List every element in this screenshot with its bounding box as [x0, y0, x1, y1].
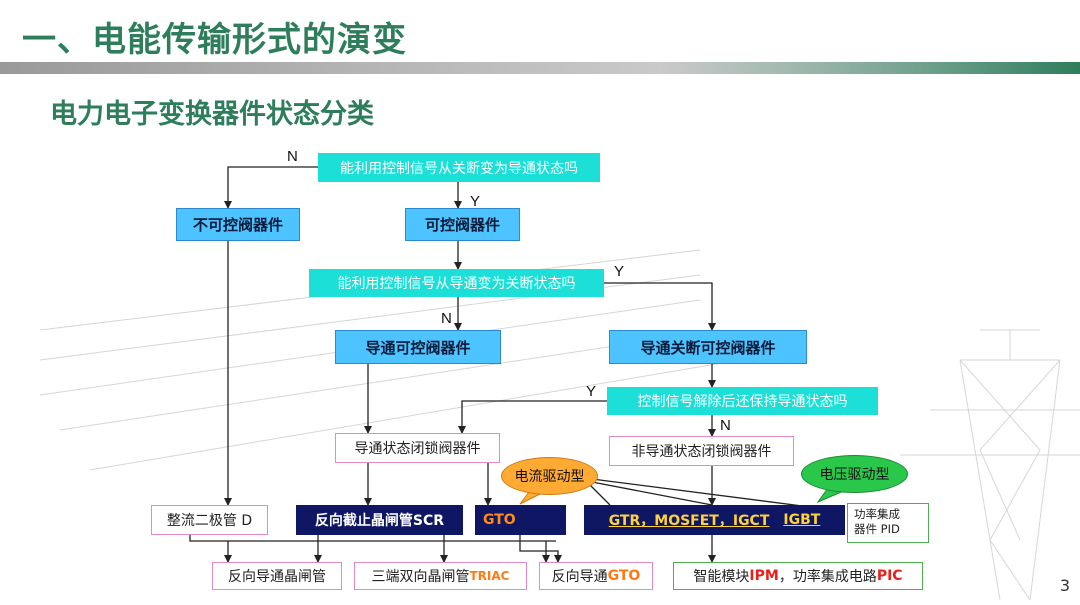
- edge-label-n-q2: N: [441, 310, 452, 327]
- callout-voltage-driven: 电压驱动型: [801, 455, 908, 493]
- question-keep-on: 控制信号解除后还保持导通状态吗: [607, 387, 878, 415]
- gtr-mosfet-igct-label: GTR，MOSFET，IGCT: [608, 513, 770, 529]
- question-on-to-off: 能利用控制信号从导通变为关断状态吗: [309, 269, 604, 297]
- node-uncontrollable: 不可控阀器件: [176, 208, 300, 241]
- leaf-reverse-thyristor: 反向导通晶闸管: [212, 562, 342, 590]
- node-latching: 导通状态闭锁阀器件: [335, 433, 500, 463]
- gto-label: GTO: [483, 512, 516, 528]
- reverse-gto-prefix: 反向导通: [551, 569, 608, 585]
- page-number: 3: [1059, 576, 1070, 595]
- ipm-mid: ，功率集成电路: [778, 569, 877, 585]
- edge-label-y-q1: Y: [470, 193, 481, 210]
- reverse-gto-code: GTO: [607, 568, 641, 584]
- edge-label-y-q3: Y: [586, 383, 597, 400]
- node-non-latching: 非导通状态闭锁阀器件: [609, 436, 794, 466]
- callout-current-driven: 电流驱动型: [501, 457, 598, 495]
- device-gto: GTO: [475, 505, 566, 535]
- triac-prefix: 三端双向晶闸管: [371, 569, 470, 585]
- page-title: 一、电能传输形式的演变: [22, 20, 407, 60]
- page-subtitle: 电力电子变换器件状态分类: [50, 99, 374, 130]
- pid-line-1: 功率集成: [854, 507, 900, 521]
- edge-label-n-q1: N: [287, 148, 298, 165]
- device-pid: 功率集成 器件 PID: [847, 503, 929, 543]
- question-off-to-on: 能利用控制信号从关断变为导通状态吗: [318, 153, 600, 182]
- pid-line-2: 器件 PID: [854, 522, 900, 536]
- triac-code: TRIAC: [469, 569, 510, 583]
- node-controllable: 可控阀器件: [405, 208, 520, 241]
- igbt-label: IGBT: [783, 512, 821, 528]
- pic-code: PIC: [876, 568, 903, 584]
- device-scr: 反向截止晶闸管SCR: [296, 505, 463, 535]
- node-turn-on-controllable: 导通可控阀器件: [335, 330, 501, 364]
- device-gtr-group: GTR，MOSFET，IGCT IGBT: [584, 505, 845, 535]
- ipm-code: IPM: [749, 568, 779, 584]
- device-diode: 整流二极管 D: [151, 505, 268, 535]
- edge-label-n-q3: N: [720, 417, 731, 434]
- title-underline-accent: [660, 62, 1080, 74]
- ipm-prefix: 智能模块: [693, 569, 750, 585]
- node-turn-off-controllable: 导通关断可控阀器件: [609, 330, 807, 364]
- edge-label-y-q2: Y: [614, 263, 625, 280]
